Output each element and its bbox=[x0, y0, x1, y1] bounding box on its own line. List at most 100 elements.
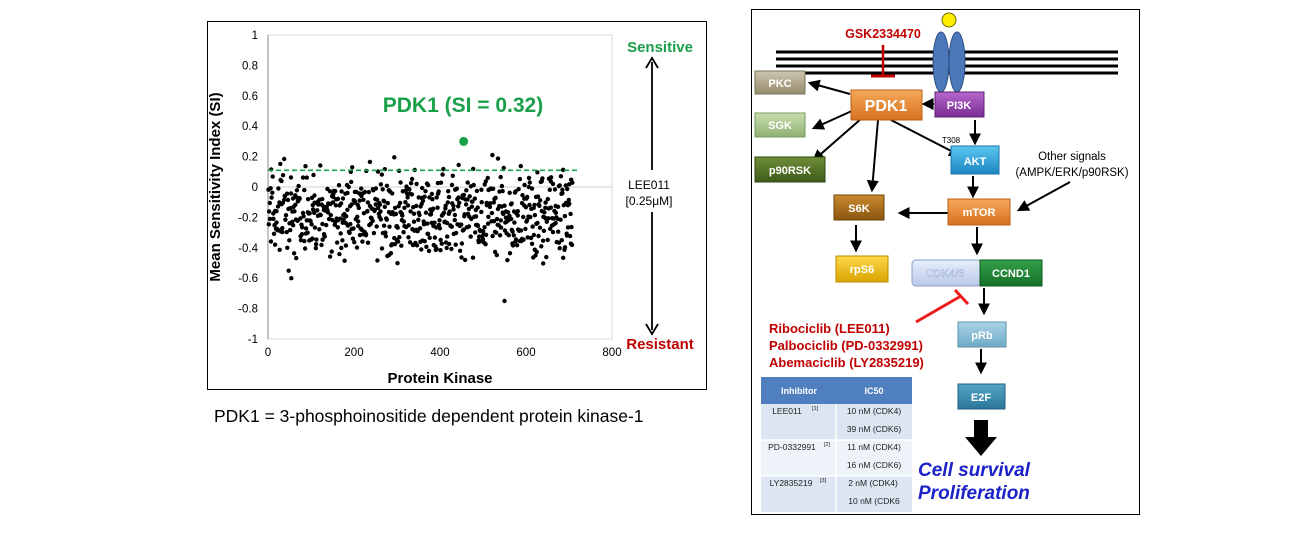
data-point bbox=[276, 186, 281, 191]
data-point bbox=[284, 191, 290, 196]
data-point bbox=[552, 187, 558, 192]
data-point bbox=[405, 195, 410, 200]
node-p90rsk: p90RSK bbox=[754, 156, 826, 183]
data-point bbox=[307, 211, 312, 216]
svg-text:rpS6: rpS6 bbox=[850, 264, 874, 276]
x-tick-label: 0 bbox=[265, 347, 271, 359]
data-point bbox=[515, 213, 520, 218]
data-point bbox=[470, 199, 475, 204]
data-point bbox=[535, 194, 541, 199]
data-point bbox=[485, 221, 491, 226]
pathway-arrows bbox=[807, 79, 1071, 375]
data-point bbox=[280, 225, 285, 231]
data-point bbox=[283, 217, 288, 222]
node-sgk: SGK bbox=[754, 112, 806, 138]
data-point bbox=[294, 188, 300, 193]
node-akt: AKT bbox=[950, 145, 1000, 175]
data-point bbox=[318, 163, 323, 168]
data-point bbox=[279, 178, 284, 184]
table-row-2-v2: 16 nM (CDK6) bbox=[847, 460, 901, 470]
data-point bbox=[395, 261, 400, 266]
data-point bbox=[498, 225, 504, 230]
data-point bbox=[456, 195, 461, 200]
data-point bbox=[423, 210, 429, 215]
data-point bbox=[483, 242, 488, 247]
data-point bbox=[441, 210, 447, 215]
data-point bbox=[397, 235, 402, 240]
y-tick-label: 0.2 bbox=[242, 152, 258, 164]
data-point bbox=[558, 217, 563, 222]
data-point bbox=[445, 234, 450, 239]
data-point bbox=[518, 228, 524, 233]
y-tick-labels: 10.80.60.40.20-0.2-0.4-0.6-0.8-1 bbox=[238, 30, 258, 346]
data-point bbox=[281, 197, 287, 203]
data-point bbox=[459, 255, 464, 260]
data-point bbox=[268, 186, 273, 191]
data-point bbox=[526, 175, 532, 181]
data-point bbox=[314, 237, 319, 242]
data-point bbox=[542, 210, 547, 215]
data-point bbox=[438, 180, 444, 185]
cdk-inhibitor-list: Ribociclib (LEE011) Palbociclib (PD-0332… bbox=[769, 321, 924, 370]
data-point bbox=[324, 222, 329, 228]
data-point bbox=[464, 188, 469, 193]
data-point bbox=[446, 194, 452, 200]
t308-label: T308 bbox=[942, 136, 961, 145]
data-point bbox=[469, 204, 475, 209]
data-point bbox=[336, 183, 342, 188]
y-tick-label: 0.8 bbox=[242, 60, 258, 72]
data-point bbox=[361, 211, 367, 216]
data-point bbox=[494, 252, 499, 258]
data-point bbox=[420, 198, 426, 203]
data-point bbox=[513, 189, 518, 194]
data-point bbox=[411, 211, 417, 216]
data-point bbox=[341, 217, 346, 222]
data-point bbox=[300, 210, 306, 216]
data-point bbox=[538, 198, 543, 203]
y-tick-label: -0.8 bbox=[238, 304, 258, 316]
data-point bbox=[438, 237, 443, 243]
data-point bbox=[488, 201, 493, 206]
node-prb: pRb bbox=[957, 321, 1007, 348]
data-point bbox=[378, 217, 384, 222]
data-point bbox=[532, 202, 537, 208]
data-point bbox=[335, 196, 341, 201]
data-point bbox=[569, 242, 575, 248]
y-tick-label: -0.2 bbox=[238, 212, 258, 224]
data-point bbox=[310, 207, 316, 212]
data-point bbox=[406, 223, 411, 228]
y-tick-label: -1 bbox=[248, 334, 258, 346]
y-tick-label: 0.6 bbox=[242, 91, 258, 103]
data-point bbox=[485, 175, 490, 181]
data-point bbox=[529, 186, 535, 191]
data-point bbox=[392, 155, 397, 160]
svg-text:p90RSK: p90RSK bbox=[769, 165, 811, 177]
table-header-ic50: IC50 bbox=[864, 386, 883, 396]
data-point bbox=[437, 218, 442, 223]
data-point bbox=[309, 222, 314, 227]
pathway-diagram-panel: GSK2334470 PKC bbox=[751, 9, 1140, 515]
data-point bbox=[382, 199, 387, 204]
data-point bbox=[454, 186, 459, 191]
data-point bbox=[270, 190, 275, 195]
data-point bbox=[528, 214, 533, 220]
svg-text:pRb: pRb bbox=[971, 330, 993, 342]
data-point bbox=[396, 204, 401, 209]
data-point bbox=[509, 201, 514, 206]
data-point bbox=[471, 182, 476, 188]
data-point bbox=[489, 210, 495, 216]
data-point bbox=[271, 231, 277, 236]
data-point bbox=[425, 221, 430, 226]
data-point bbox=[514, 243, 520, 248]
data-point bbox=[451, 207, 456, 212]
data-point bbox=[483, 232, 489, 237]
node-cdk46: CDK4/6 bbox=[911, 259, 982, 287]
other-signals-label-2: (AMPK/ERK/p90RSK) bbox=[1015, 167, 1128, 179]
data-point bbox=[373, 186, 379, 191]
data-point bbox=[347, 230, 352, 236]
data-point bbox=[283, 213, 289, 218]
data-point bbox=[456, 204, 461, 209]
data-point bbox=[535, 170, 540, 175]
data-point bbox=[300, 175, 306, 180]
